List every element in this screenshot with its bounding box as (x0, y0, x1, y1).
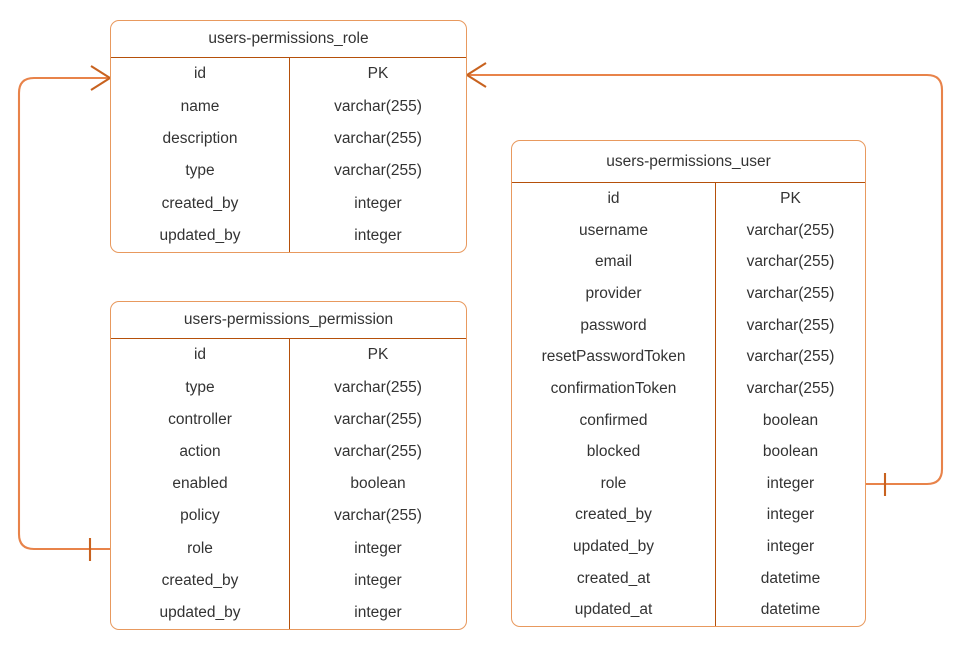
field-type-cell: boolean (350, 475, 406, 493)
column-field-types: PK varchar(255) varchar(255) varchar(255) in… (289, 58, 466, 252)
field-type-cell: integer (766, 538, 815, 556)
field-type-cell: PK (367, 65, 389, 83)
field-name-cell: created_by (161, 571, 239, 589)
field-type-cell: varchar(255) (334, 378, 422, 396)
field-type-cell: datetime (760, 601, 821, 619)
field-type-cell: integer (354, 194, 402, 212)
field-type-cell: varchar(255) (334, 443, 422, 461)
field-type-cell: varchar(255) (334, 130, 422, 148)
field-name-cell: id (193, 346, 207, 364)
field-type-cell: varchar(255) (746, 316, 835, 334)
field-type-cell: integer (354, 604, 402, 622)
field-type-cell: varchar(255) (746, 379, 835, 397)
field-name-cell: email (594, 253, 633, 271)
field-name-cell: role (187, 539, 213, 557)
field-name-cell: enabled (172, 475, 228, 493)
field-name-cell: username (579, 221, 648, 239)
entity-title: users-permissions_user (512, 141, 865, 183)
field-type-cell: datetime (760, 569, 821, 587)
field-type-cell: integer (354, 227, 402, 245)
field-type-cell: varchar(255) (334, 507, 422, 525)
field-name-cell: type (185, 162, 215, 180)
relationship-permission-role[interactable] (17, 65, 111, 561)
relationship-user-role[interactable] (466, 62, 944, 496)
column-field-types: PK varchar(255) varchar(255) varchar(255) bo… (289, 339, 466, 629)
entity-title: users-permissions_permission (111, 302, 466, 339)
field-type-cell: integer (354, 571, 402, 589)
field-type-cell: boolean (762, 411, 819, 429)
field-name-cell: id (607, 190, 620, 208)
column-field-names: id type controller action enabled policy role c… (111, 339, 289, 629)
entity-title: users-permissions_role (111, 21, 466, 58)
field-type-cell: integer (354, 539, 402, 557)
field-type-cell: varchar(255) (334, 162, 422, 180)
field-name-cell: description (162, 130, 238, 148)
field-name-cell: updated_by (572, 538, 655, 556)
field-name-cell: action (179, 443, 221, 461)
field-name-cell: policy (180, 507, 220, 525)
field-name-cell: updated_by (159, 227, 241, 245)
field-type-cell: PK (780, 190, 801, 208)
field-name-cell: blocked (586, 443, 641, 461)
field-name-cell: created_at (576, 569, 651, 587)
field-type-cell: varchar(255) (746, 348, 835, 366)
field-name-cell: password (580, 316, 647, 334)
field-type-cell: boolean (762, 443, 819, 461)
field-name-cell: confirmed (579, 411, 648, 429)
field-name-cell: id (193, 65, 207, 83)
field-type-cell: PK (367, 346, 389, 364)
field-type-cell: varchar(255) (334, 97, 422, 115)
field-name-cell: resetPasswordToken (541, 348, 686, 366)
field-type-cell: integer (766, 506, 815, 524)
field-name-cell: updated_by (159, 604, 241, 622)
field-type-cell: integer (766, 474, 815, 492)
field-name-cell: confirmationToken (550, 379, 677, 397)
field-type-cell: varchar(255) (746, 253, 835, 271)
field-name-cell: created_by (575, 506, 652, 524)
field-name-cell: role (600, 474, 627, 492)
column-field-names: id username email provider password resetPass… (512, 183, 715, 626)
field-name-cell: type (185, 378, 215, 396)
field-name-cell: updated_at (574, 601, 653, 619)
field-name-cell: controller (168, 410, 232, 428)
cardinality-many-marker (466, 62, 487, 88)
field-type-cell: varchar(255) (746, 221, 835, 239)
field-name-cell: provider (585, 284, 642, 302)
entity-body: id name description type created_by updated_b… (111, 58, 466, 252)
field-type-cell: varchar(255) (334, 410, 422, 428)
column-field-types: PK varchar(255) varchar(255) varchar(255) va… (715, 183, 865, 626)
entity-body: id type controller action enabled policy role c… (111, 339, 466, 629)
field-type-cell: varchar(255) (746, 284, 835, 302)
cardinality-many-marker (90, 65, 111, 91)
entity-body: id username email provider password resetPass… (512, 183, 865, 626)
connector-line (17, 76, 110, 551)
field-name-cell: created_by (161, 194, 239, 212)
connector-line (467, 73, 944, 486)
column-field-names: id name description type created_by updated_b… (111, 58, 289, 252)
field-name-cell: name (180, 97, 220, 115)
